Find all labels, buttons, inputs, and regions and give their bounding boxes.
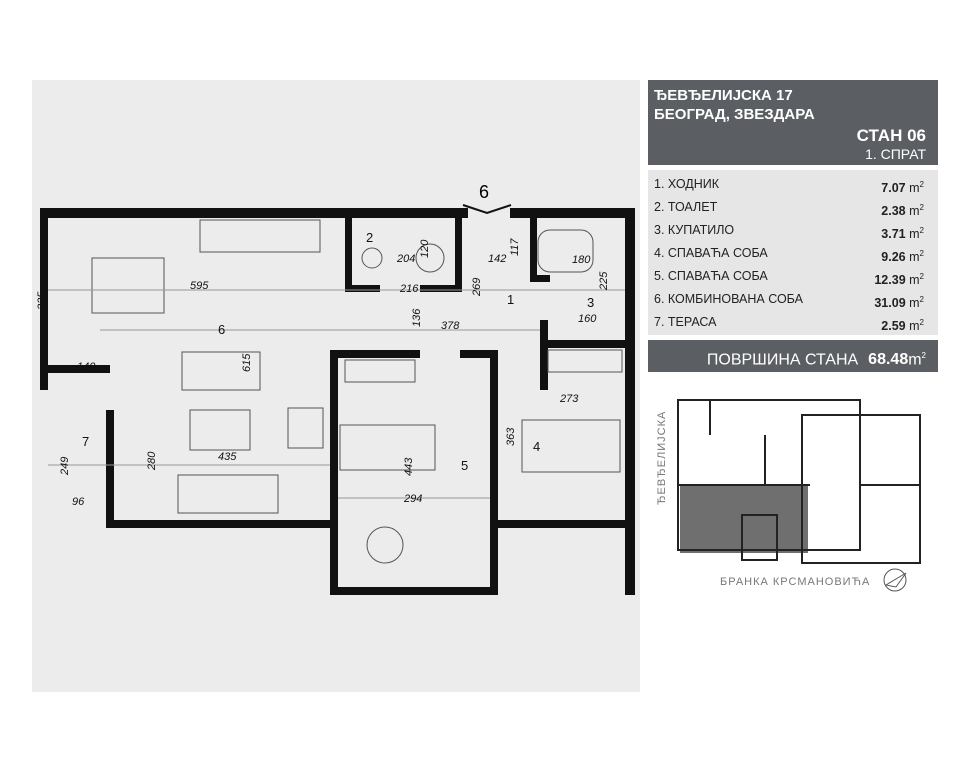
svg-text:96: 96 [72, 496, 85, 508]
svg-text:120: 120 [419, 239, 431, 258]
svg-text:269: 269 [471, 278, 483, 297]
svg-text:142: 142 [488, 253, 506, 265]
svg-text:140: 140 [77, 361, 96, 373]
north-arrow-icon [883, 568, 907, 592]
street-address: ЂЕВЂЕЛИЈСКА 17 [654, 87, 793, 104]
city: БЕОГРАД, ЗВЕЗДАРА [654, 106, 815, 123]
total-area-label: ПОВРШИНА СТАНА [706, 351, 859, 369]
svg-text:160: 160 [578, 313, 597, 325]
svg-text:5: 5 [461, 458, 468, 473]
room-numbers: 6 2 1 3 4 5 7 6 [82, 182, 594, 473]
svg-text:2: 2 [366, 230, 373, 245]
total-area-value: 68.48 [868, 351, 909, 369]
svg-text:435: 435 [218, 451, 237, 463]
svg-text:180: 180 [572, 254, 591, 266]
apartment-number: СТАН 06 [856, 126, 926, 145]
svg-text:136: 136 [411, 308, 423, 327]
entrance-marker: 6 [479, 182, 489, 202]
svg-text:615: 615 [241, 353, 253, 372]
svg-text:335: 335 [36, 291, 48, 310]
svg-text:249: 249 [59, 457, 71, 476]
svg-text:363: 363 [505, 427, 517, 446]
svg-text:3: 3 [587, 295, 594, 310]
floor-plan: 6 2 1 3 4 5 7 6 595 335 140 615 435 280 … [36, 182, 635, 595]
svg-text:595: 595 [190, 280, 209, 292]
street-label-left: ЂЕВЂЕЛИЈСКА [656, 411, 668, 505]
svg-text:117: 117 [509, 238, 521, 256]
building-key-plan: ЂЕВЂЕЛИЈСКА БРАНКА КРСМАНОВИЋА [656, 399, 921, 592]
svg-text:225: 225 [598, 271, 610, 291]
svg-text:6: 6 [218, 322, 225, 337]
svg-text:443: 443 [403, 457, 415, 476]
svg-text:216: 216 [399, 283, 419, 295]
furniture [48, 219, 625, 564]
svg-text:280: 280 [146, 451, 158, 471]
svg-text:7: 7 [82, 434, 89, 449]
svg-text:204: 204 [396, 253, 415, 265]
street-label-bottom: БРАНКА КРСМАНОВИЋА [720, 576, 870, 588]
walls [40, 208, 635, 595]
floor-label: 1. СПРАТ [865, 146, 926, 162]
highlighted-apartment [680, 485, 808, 553]
entrance-arrow-icon [462, 204, 512, 215]
svg-text:4: 4 [533, 439, 540, 454]
svg-text:294: 294 [403, 493, 422, 505]
svg-text:273: 273 [559, 393, 579, 405]
svg-text:1: 1 [507, 292, 514, 307]
dimension-labels: 595 335 140 615 435 280 249 96 204 120 2… [36, 238, 610, 508]
svg-text:378: 378 [441, 320, 460, 332]
